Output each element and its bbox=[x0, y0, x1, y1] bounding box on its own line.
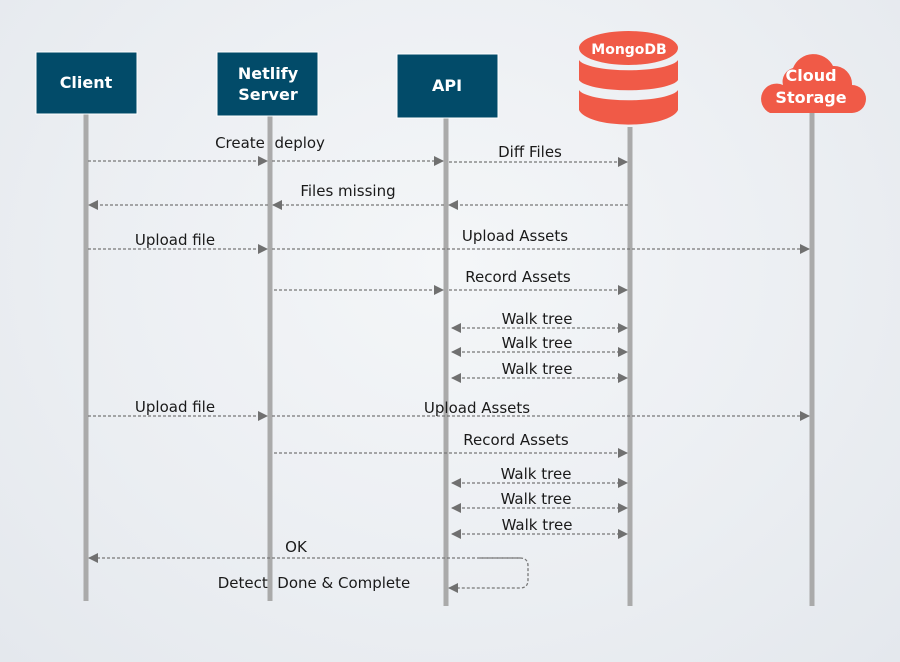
actor-netlify-server-label-line2: Server bbox=[238, 85, 298, 104]
lifelines bbox=[83, 113, 815, 606]
actor-mongodb-label: MongoDB bbox=[591, 42, 666, 58]
message-label: Record Assets bbox=[463, 431, 569, 449]
message-label: Detect Done & Complete bbox=[218, 574, 411, 592]
message-walk-tree: Walk tree bbox=[451, 334, 628, 357]
message-ok: OK bbox=[88, 538, 520, 563]
message-label: Upload file bbox=[135, 398, 215, 416]
message-upload-file: Upload file bbox=[88, 231, 268, 254]
message-diff-files: Diff Files bbox=[449, 143, 628, 167]
actor-cloud-storage-label-line2: Storage bbox=[775, 88, 846, 107]
message-walk-tree: Walk tree bbox=[451, 516, 628, 539]
message-label: Walk tree bbox=[501, 465, 572, 483]
message-label: Upload Assets bbox=[424, 399, 530, 417]
actor-client: Client bbox=[35, 51, 138, 115]
database-icon bbox=[579, 31, 678, 125]
message-upload-assets: Upload Assets bbox=[272, 227, 810, 254]
message-label: Diff Files bbox=[498, 143, 562, 161]
message-label: Upload file bbox=[135, 231, 215, 249]
message-walk-tree: Walk tree bbox=[451, 465, 628, 488]
message-label: Walk tree bbox=[502, 360, 573, 378]
message-label: Walk tree bbox=[501, 490, 572, 508]
message-detect-done-complete: Detect Done & Complete bbox=[218, 557, 529, 593]
actor-api-label: API bbox=[432, 76, 462, 95]
message-walk-tree: Walk tree bbox=[451, 360, 628, 383]
message-label: Walk tree bbox=[502, 310, 573, 328]
cloud-icon bbox=[761, 54, 866, 113]
actor-netlify-server-label-line1: Netlify bbox=[238, 64, 299, 83]
message-label: Record Assets bbox=[465, 268, 571, 286]
message-create-deploy: Create deploy bbox=[88, 134, 444, 166]
actor-api: API bbox=[396, 53, 499, 119]
actor-netlify-server: Netlify Server bbox=[216, 51, 319, 117]
actor-cloud-storage-label-line1: Cloud bbox=[785, 66, 836, 85]
message-label: Create deploy bbox=[215, 134, 325, 152]
actor-cloud-storage: Cloud Storage bbox=[761, 54, 866, 113]
message-upload-file: Upload file bbox=[88, 398, 268, 421]
messages: Create deploy Diff Files Files missing U… bbox=[88, 134, 810, 593]
message-label: Upload Assets bbox=[462, 227, 568, 245]
message-record-assets: Record Assets bbox=[274, 268, 628, 295]
message-walk-tree: Walk tree bbox=[451, 310, 628, 333]
message-label: OK bbox=[285, 538, 308, 556]
message-label: Walk tree bbox=[502, 334, 573, 352]
actor-mongodb: MongoDB bbox=[579, 31, 678, 125]
message-upload-assets: Upload Assets bbox=[272, 399, 810, 421]
message-record-assets: Record Assets bbox=[274, 431, 628, 458]
message-walk-tree: Walk tree bbox=[451, 490, 628, 513]
message-files-missing: Files missing bbox=[88, 182, 628, 210]
message-label: Files missing bbox=[300, 182, 395, 200]
actor-client-label: Client bbox=[60, 73, 113, 92]
message-label: Walk tree bbox=[502, 516, 573, 534]
